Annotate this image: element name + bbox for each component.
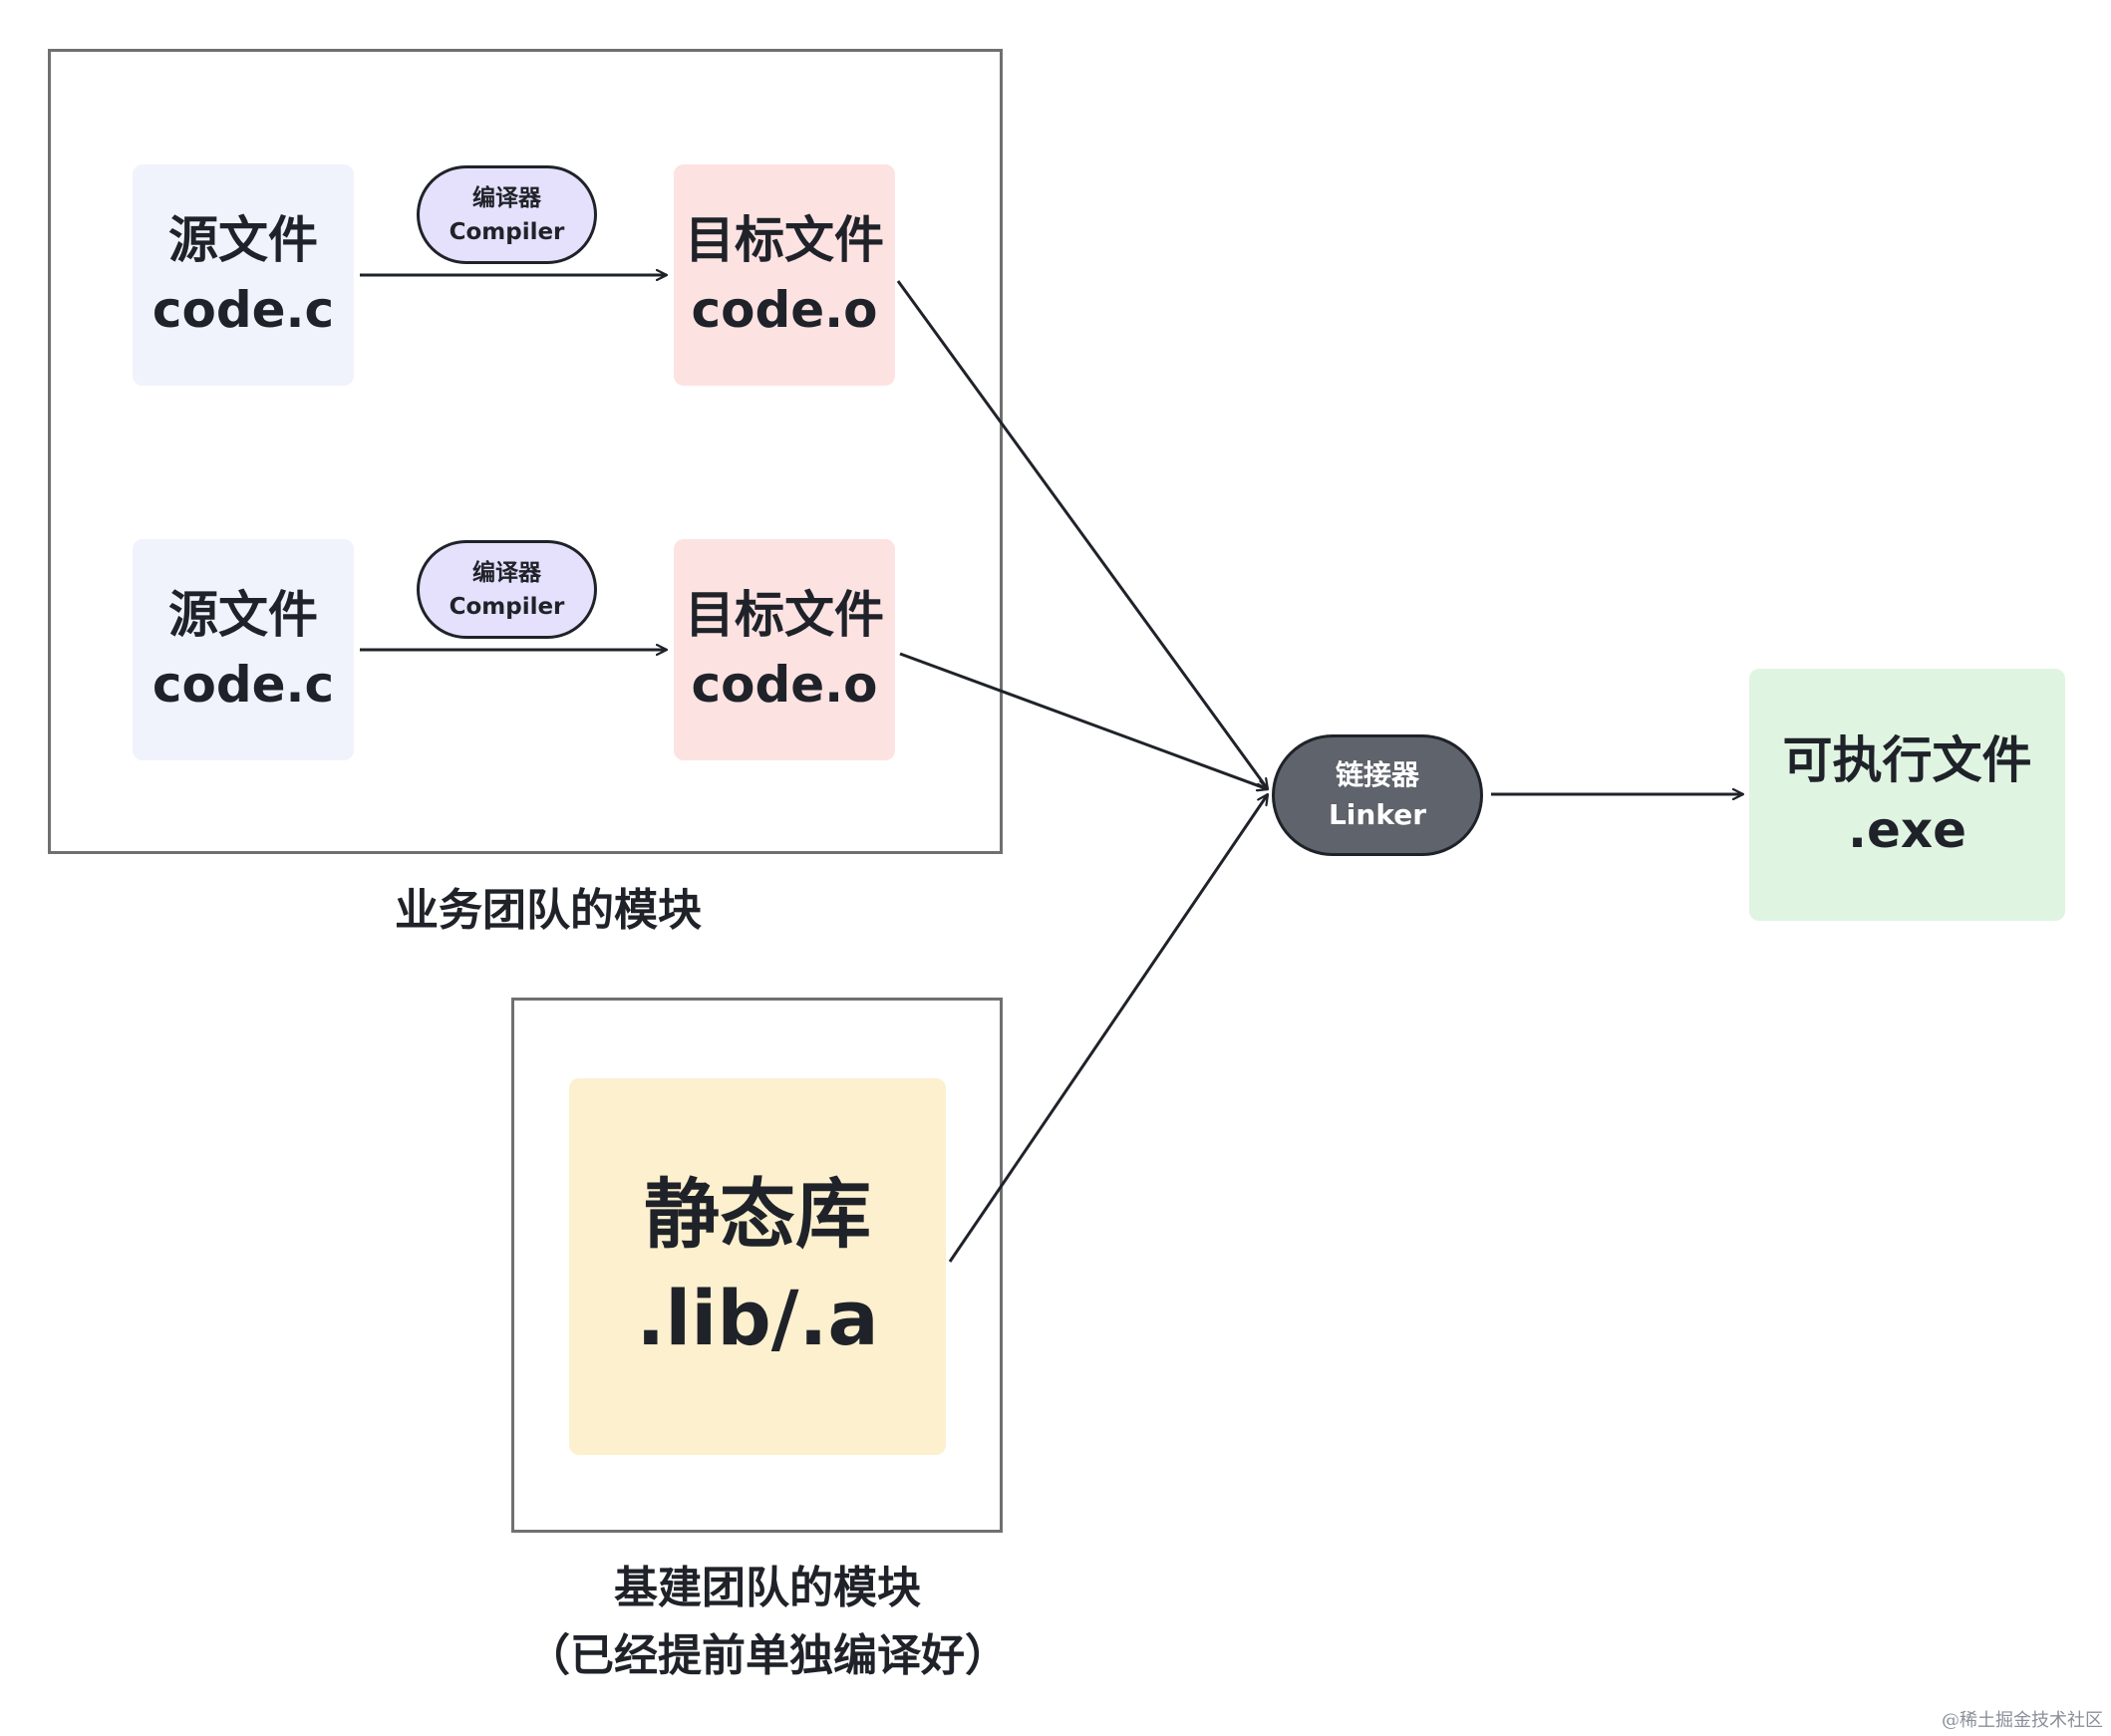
- source-file-node: 源文件 code.c: [133, 164, 354, 386]
- object-file-title: 目标文件: [685, 586, 884, 644]
- edge-object-1-to-linker: [896, 280, 1270, 789]
- executable-title: 可执行文件: [1782, 730, 2032, 789]
- edge-static-lib-to-linker: [948, 794, 1270, 1263]
- infra-module-label: 基建团队的模块 （已经提前单独编译好）: [449, 1555, 1086, 1690]
- compiler-label-en: Compiler: [449, 593, 565, 620]
- compiler-label-cn: 编译器: [472, 559, 541, 586]
- static-library-name: .lib/.a: [636, 1274, 879, 1362]
- source-file-title: 源文件: [168, 586, 318, 644]
- object-file-name: code.o: [691, 281, 878, 339]
- infra-module-frame: [511, 998, 1003, 1533]
- linker-label-cn: 链接器: [1335, 758, 1419, 791]
- business-module-frame: [48, 49, 1003, 854]
- object-file-node: 目标文件 code.o: [674, 539, 895, 760]
- infra-module-label-line2: （已经提前单独编译好）: [526, 1630, 1009, 1681]
- infra-module-label-line1: 基建团队的模块: [614, 1563, 921, 1613]
- source-file-node: 源文件 code.c: [133, 539, 354, 760]
- object-file-node: 目标文件 code.o: [674, 164, 895, 386]
- source-file-title: 源文件: [168, 211, 318, 269]
- object-file-title: 目标文件: [685, 211, 884, 269]
- source-file-name: code.c: [151, 281, 335, 339]
- linker-node: 链接器 Linker: [1272, 734, 1483, 856]
- linker-label-en: Linker: [1328, 798, 1427, 831]
- static-library-node: 静态库 .lib/.a: [569, 1078, 946, 1455]
- executable-node: 可执行文件 .exe: [1749, 669, 2065, 921]
- compiler-node: 编译器 Compiler: [417, 540, 597, 639]
- edge-object-2-to-linker: [899, 652, 1268, 789]
- object-file-name: code.o: [691, 656, 878, 714]
- watermark: @稀土掘金技术社区: [1942, 1710, 2103, 1731]
- static-library-title: 静态库: [644, 1170, 871, 1259]
- compiler-label-cn: 编译器: [472, 184, 541, 211]
- compiler-node: 编译器 Compiler: [417, 165, 597, 264]
- executable-name: .exe: [1847, 800, 1967, 859]
- compiler-label-en: Compiler: [449, 218, 565, 245]
- source-file-name: code.c: [151, 656, 335, 714]
- business-module-label: 业务团队的模块: [395, 885, 702, 936]
